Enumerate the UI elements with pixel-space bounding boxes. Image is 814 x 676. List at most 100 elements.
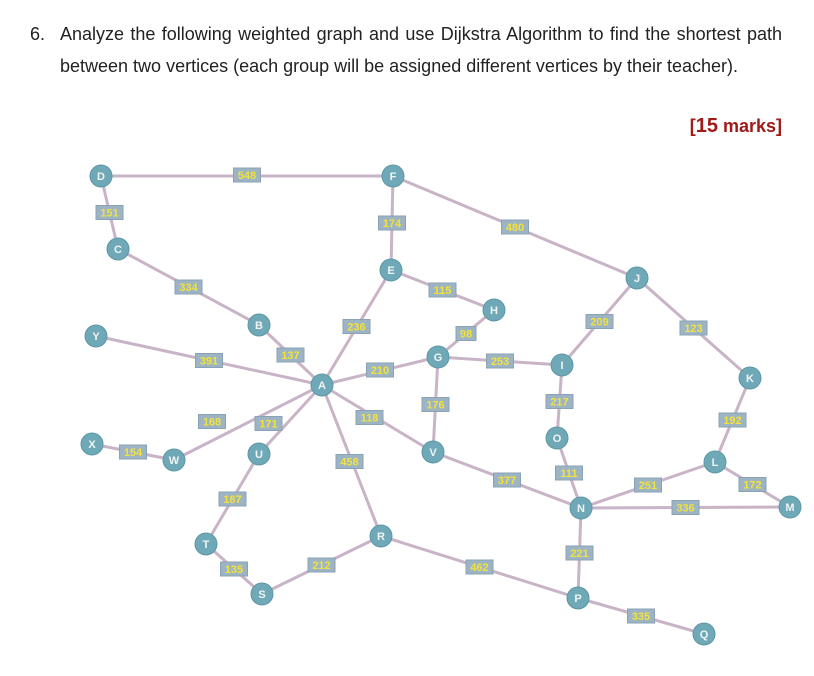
vertex-o: O [545,426,569,450]
svg-text:335: 335 [632,611,650,623]
weight-label-l-n: 251 [634,477,662,493]
vertex-b: B [247,313,271,337]
svg-text:251: 251 [639,480,657,492]
weight-label-b-a: 137 [276,347,305,363]
vertex-c: C [106,237,130,261]
svg-text:G: G [434,352,443,364]
svg-text:209: 209 [590,317,608,329]
vertex-d: D [89,164,113,188]
weight-label-a-w: 168 [198,414,226,429]
weight-label-j-i: 209 [585,314,614,329]
weight-label-c-b: 334 [174,279,203,295]
svg-text:U: U [255,449,263,461]
vertex-y: Y [84,324,108,348]
svg-text:M: M [785,502,794,514]
edge-a-u [257,383,324,456]
svg-text:98: 98 [460,329,472,341]
weight-label-g-i: 253 [486,353,514,369]
weight-label-e-a: 236 [342,319,371,334]
svg-text:S: S [258,589,265,601]
svg-text:V: V [429,447,437,459]
svg-text:F: F [390,171,397,183]
svg-text:115: 115 [434,285,452,297]
svg-text:Y: Y [92,331,100,343]
weight-label-d-f: 548 [233,167,261,183]
vertex-q: Q [692,622,716,646]
vertex-u: U [247,442,271,466]
svg-text:B: B [255,320,263,332]
svg-text:H: H [490,305,498,317]
weight-label-x-w: 154 [119,444,147,460]
svg-text:391: 391 [200,356,218,368]
svg-text:462: 462 [470,562,488,574]
svg-text:172: 172 [743,480,761,492]
svg-text:174: 174 [383,218,402,230]
svg-text:123: 123 [684,323,702,335]
weight-label-n-m: 336 [671,500,700,515]
weight-label-e-h: 115 [428,282,457,298]
vertex-g: G [426,345,450,369]
vertex-e: E [379,258,403,282]
weight-label-k-l: 192 [718,412,747,428]
marks-label: [15 marks] [690,115,782,138]
weight-label-f-j: 480 [501,219,529,235]
svg-text:171: 171 [259,419,277,431]
weight-label-h-g: 98 [455,326,477,341]
svg-text:336: 336 [676,503,694,515]
svg-text:334: 334 [179,282,198,294]
svg-text:253: 253 [491,356,509,368]
marks-close: marks] [717,116,782,136]
svg-text:D: D [97,171,105,183]
vertex-j: J [625,266,649,290]
weight-label-j-k: 123 [679,320,708,336]
vertex-r: R [369,524,393,548]
vertex-p: P [566,586,590,610]
weight-label-d-c: 151 [95,205,124,220]
weight-label-s-r: 212 [307,557,336,573]
svg-text:X: X [88,439,96,451]
svg-text:187: 187 [223,494,241,506]
svg-text:137: 137 [281,350,299,362]
svg-text:118: 118 [361,413,379,425]
marks-open: [ [689,116,696,136]
question-text: Analyze the following weighted graph and… [60,24,782,76]
weight-label-a-u: 171 [254,416,283,431]
svg-text:P: P [574,593,581,605]
svg-text:111: 111 [560,468,577,480]
svg-text:C: C [114,244,122,256]
svg-text:T: T [203,539,210,551]
svg-text:A: A [318,380,326,392]
svg-text:R: R [377,531,385,543]
vertex-w: W [162,448,186,472]
svg-text:458: 458 [340,457,358,469]
vertex-h: H [482,298,506,322]
svg-text:212: 212 [312,560,330,572]
weight-label-n-p: 221 [565,545,594,561]
weight-label-a-v: 118 [355,410,384,425]
svg-text:K: K [746,373,754,385]
weights-layer: 548 151 334 174 480 115 236 98 137 391 210 253 176 20… [95,167,767,624]
svg-text:L: L [712,457,719,469]
weight-label-v-n: 377 [493,472,521,488]
weight-label-y-a: 391 [195,353,223,368]
svg-text:135: 135 [225,564,243,576]
vertex-x: X [80,432,104,456]
weight-label-a-r: 458 [335,454,364,469]
svg-text:I: I [560,360,563,372]
vertex-l: L [703,450,727,474]
vertex-s: S [250,582,274,606]
weight-label-g-v: 176 [421,397,450,412]
svg-text:377: 377 [498,475,516,487]
svg-text:O: O [553,433,562,445]
svg-text:154: 154 [124,447,143,459]
weight-label-a-g: 210 [366,362,394,378]
weight-label-r-p: 462 [465,559,494,575]
weight-label-u-t: 187 [218,491,247,507]
svg-text:548: 548 [238,170,256,182]
vertex-v: V [421,440,445,464]
svg-text:210: 210 [371,365,389,377]
vertex-i: I [550,353,574,377]
svg-text:W: W [169,455,180,467]
